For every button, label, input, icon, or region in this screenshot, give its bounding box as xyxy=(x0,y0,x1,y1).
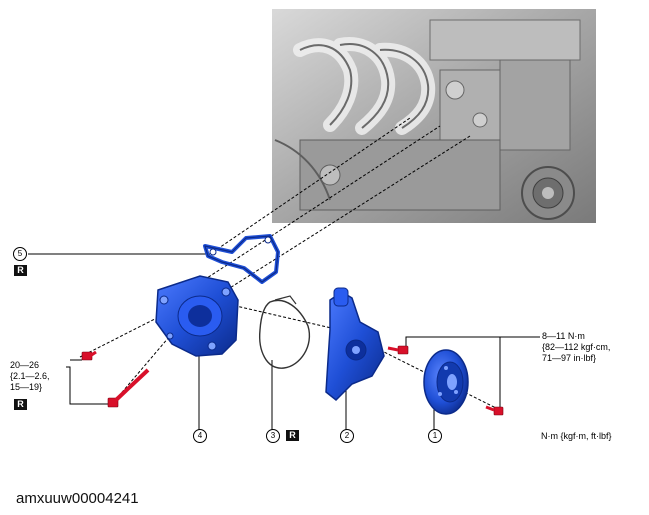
gasket-part-5 xyxy=(203,234,280,284)
torque-units-legend: N·m {kgf·m, ft·lbf} xyxy=(541,431,612,441)
replace-mark-bolt: R xyxy=(14,399,27,410)
replace-mark-gasket-3: R xyxy=(286,430,299,441)
water-pump-housing-part-4 xyxy=(155,275,239,357)
callout-5: 5 xyxy=(13,247,27,261)
torque-right-sub1: {82—112 kgf·cm, xyxy=(542,342,611,352)
bolt-upper-left xyxy=(81,350,97,361)
figure-id: amxuuw00004241 xyxy=(16,490,139,507)
gasket-part-3 xyxy=(259,295,311,369)
torque-right-sub2: 71—97 in·lbf} xyxy=(542,353,597,363)
callout-1: 1 xyxy=(428,429,442,443)
engine-block-illustration xyxy=(272,9,596,223)
bolt-pulley xyxy=(485,405,504,416)
callout-4: 4 xyxy=(193,429,207,443)
water-pump-part-2 xyxy=(325,287,385,402)
callout-3: 3 xyxy=(266,429,280,443)
callout-2: 2 xyxy=(340,429,354,443)
bolts xyxy=(81,345,504,416)
torque-left-sub2: 15—19} xyxy=(10,382,43,392)
torque-left-sub1: {2.1—2.6, xyxy=(10,371,50,381)
leader-lines xyxy=(28,253,540,430)
torque-right-main: 8—11 N·m xyxy=(542,331,585,341)
bolt-long xyxy=(107,368,150,408)
bolt-pump xyxy=(387,345,409,355)
torque-left-main: 20—26 xyxy=(10,360,40,370)
pulley-part-1 xyxy=(423,349,469,415)
replace-mark-gasket-5: R xyxy=(14,265,27,276)
